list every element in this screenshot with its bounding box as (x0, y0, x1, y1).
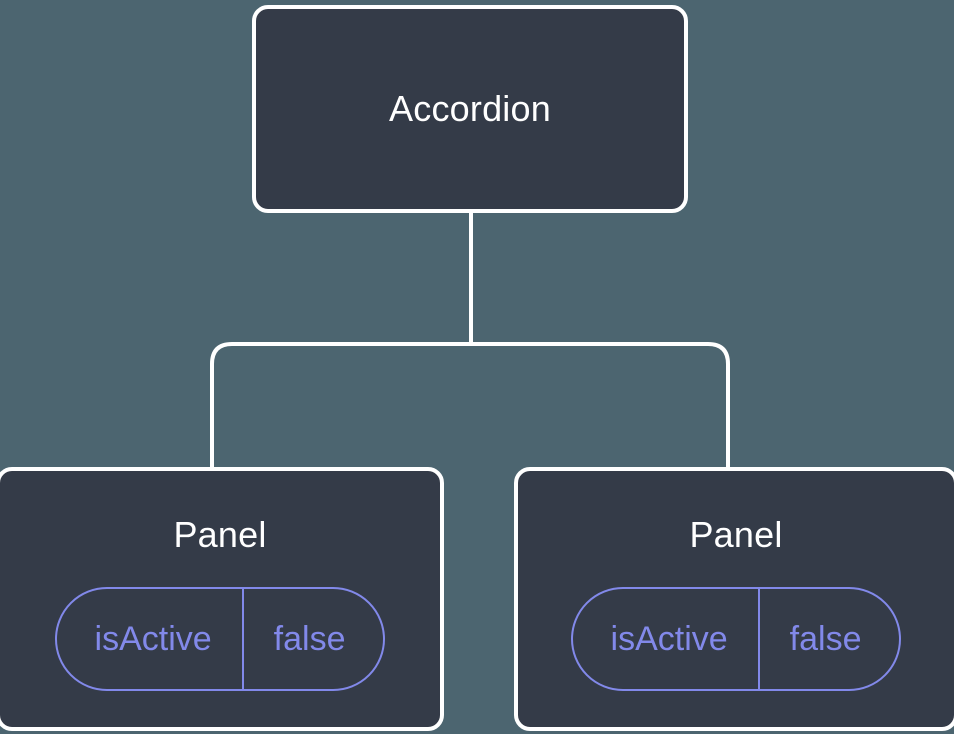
prop-badge-key: isActive (610, 620, 728, 658)
node-panel-left[interactable]: Panel isActive false (0, 467, 444, 731)
prop-badge-is-active-left[interactable]: isActive false (54, 587, 386, 691)
node-panel-right[interactable]: Panel isActive false (514, 467, 954, 731)
node-panel-right-label: Panel (689, 514, 783, 555)
edge-to-panel-right (471, 342, 730, 470)
prop-badge-key: isActive (94, 620, 212, 658)
prop-badge-value: false (757, 589, 900, 689)
node-accordion-label: Accordion (389, 88, 551, 129)
node-accordion[interactable]: Accordion (252, 5, 688, 213)
prop-badge-is-active-right[interactable]: isActive false (570, 587, 902, 691)
node-panel-left-label: Panel (173, 514, 267, 555)
prop-badge-value: false (241, 589, 384, 689)
edge-to-panel-left (210, 342, 471, 470)
